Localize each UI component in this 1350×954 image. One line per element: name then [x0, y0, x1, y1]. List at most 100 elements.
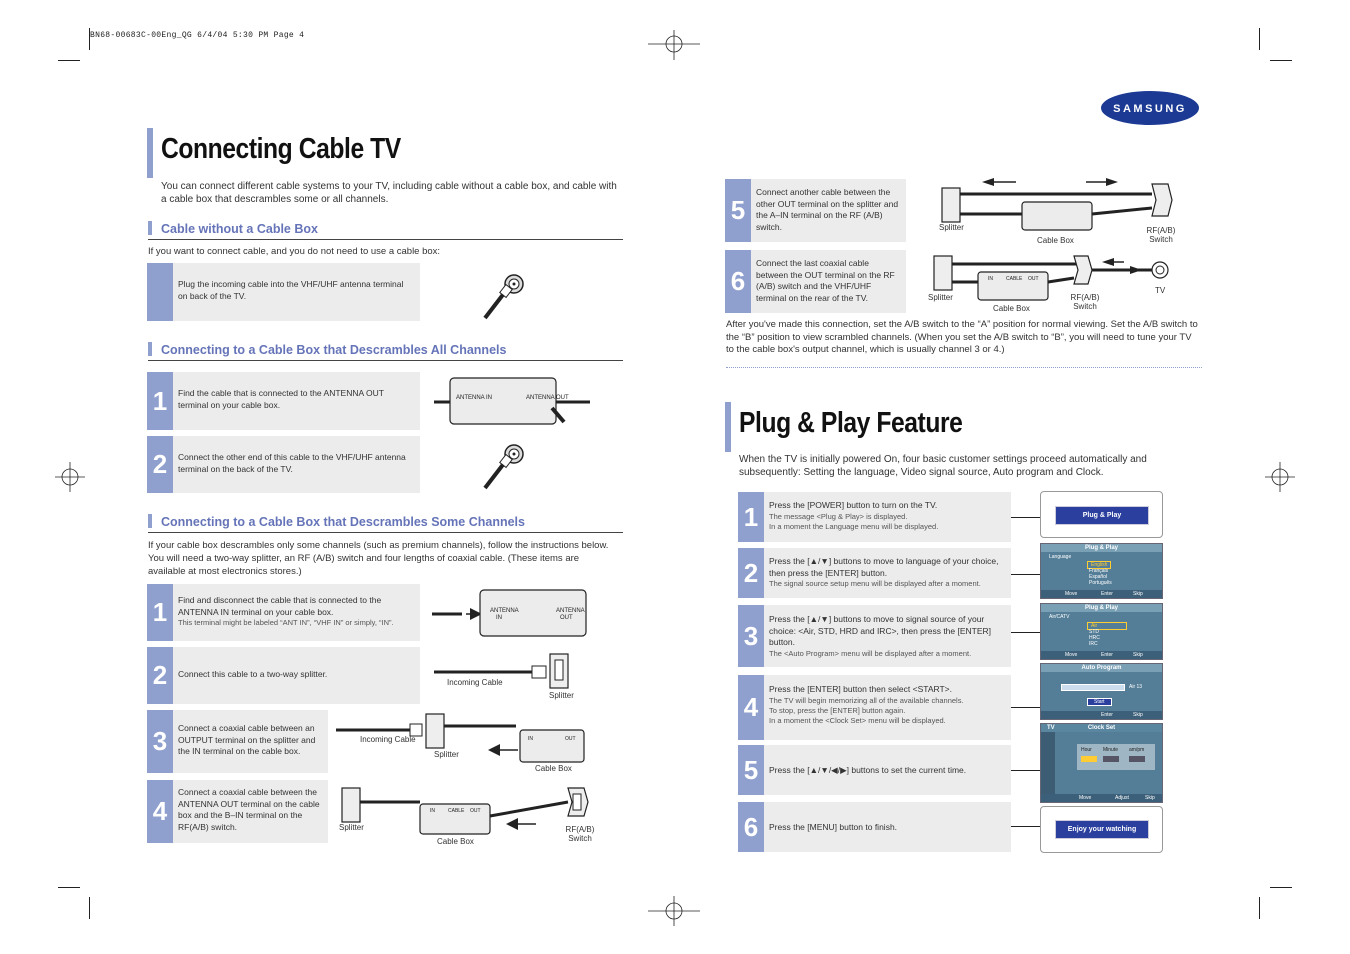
- cable-box-antenna-illustration: ANTENNA IN ANTENNA OUT: [434, 377, 590, 425]
- brand-text: SAMSUNG: [1113, 103, 1187, 115]
- step-number: [147, 263, 173, 321]
- label-rf-switch: RF(A/B) Switch: [565, 825, 595, 843]
- pp-step-6: 6 Press the [MENU] button to finish.: [738, 802, 1011, 852]
- osd-language-option: Français: [1089, 568, 1109, 574]
- box-out-label: OUT: [1028, 276, 1039, 282]
- osd-footer: Enter Skip: [1041, 711, 1162, 719]
- osd-skip: Skip: [1133, 591, 1143, 597]
- step-text: Press the [▲/▼/◀/▶] buttons to set the c…: [769, 765, 967, 775]
- label-cable-box: Cable Box: [535, 764, 572, 773]
- step-number: 1: [738, 492, 764, 542]
- section-mark: [148, 342, 152, 356]
- ab-switch-note: After you've made this connection, set t…: [726, 319, 1198, 355]
- label-splitter: Splitter: [928, 293, 953, 302]
- osd-skip: Skip: [1145, 795, 1155, 801]
- osd-move: Move: [1065, 652, 1078, 658]
- step-number: 1: [147, 372, 173, 430]
- step-text: Find and disconnect the cable that is co…: [178, 595, 414, 628]
- box-in-label: IN: [430, 808, 435, 814]
- label-cable-box: Cable Box: [437, 837, 474, 846]
- step-number: 5: [738, 745, 764, 795]
- step-text: Connect another cable between the other …: [756, 187, 899, 232]
- section-heading-some-channels: Connecting to a Cable Box that Descrambl…: [161, 515, 525, 529]
- step-right-6: 6 Connect the last coaxial cable between…: [725, 250, 906, 313]
- osd-signal-label: Air/CATV: [1049, 614, 1070, 620]
- label-splitter: Splitter: [549, 691, 574, 700]
- osd-adjust: Adjust: [1115, 795, 1129, 801]
- crop-mark: [1270, 60, 1292, 61]
- step-all-1: 1 Find the cable that is connected to th…: [147, 372, 420, 430]
- pp-step-5: 5 Press the [▲/▼/◀/▶] buttons to set the…: [738, 745, 1011, 795]
- svg-text:IN: IN: [496, 615, 502, 621]
- step-text: Connect the last coaxial cable between t…: [756, 258, 895, 303]
- osd-footer: Move Enter Skip: [1041, 590, 1162, 598]
- step-number: 2: [738, 548, 764, 598]
- step-text: Connect the other end of this cable to t…: [178, 452, 406, 474]
- step-text: Connect this cable to a two-way splitter…: [178, 669, 328, 679]
- label-rf-switch: RF(A/B) Switch: [1146, 226, 1176, 244]
- osd-skip: Skip: [1133, 712, 1143, 718]
- disconnect-illustration: ANTENNA IN ANTENNA OUT: [432, 589, 587, 637]
- osd-enjoy-message: Enjoy your watching: [1040, 806, 1163, 853]
- crop-mark: [1259, 28, 1260, 50]
- section-heading-no-box: Cable without a Cable Box: [161, 222, 318, 236]
- crop-mark: [1270, 887, 1292, 888]
- label-incoming-cable: Incoming Cable: [360, 735, 416, 744]
- left-intro: You can connect different cable systems …: [161, 181, 617, 205]
- coax-plug-illustration: [483, 274, 524, 320]
- dotted-divider: [726, 367, 1202, 368]
- leader-line: [1011, 574, 1040, 575]
- pp-step-3: 3 Press the [▲/▼] buttons to move to sig…: [738, 605, 1011, 667]
- osd-clock-field: [1129, 756, 1145, 762]
- pp-step-2: 2 Press the [▲/▼] buttons to move to lan…: [738, 548, 1011, 598]
- section-rule: [148, 239, 623, 240]
- step-number: 1: [147, 584, 173, 641]
- step-main: Press the [ENTER] button then select <ST…: [769, 684, 952, 694]
- box-in-label: ANTENNA IN: [456, 395, 492, 401]
- osd-signal-option: STD: [1089, 629, 1099, 635]
- label-cable-box: Cable Box: [993, 304, 1030, 313]
- box-cable-label: CABLE: [448, 808, 465, 814]
- osd-signal-option: Air: [1087, 622, 1127, 630]
- svg-text:ANTENNA: ANTENNA: [490, 608, 519, 614]
- step-text: Connect a coaxial cable between an OUTPU…: [178, 723, 316, 756]
- osd-clock-field: [1103, 756, 1119, 762]
- coax-plug-illustration: [483, 444, 524, 490]
- osd-signal-menu: Plug & Play Air/CATV Air STD HRC IRC Mov…: [1040, 603, 1163, 660]
- right-intro: When the TV is initially powered On, fou…: [739, 454, 1147, 478]
- osd-footer: Move Enter Skip: [1041, 651, 1162, 659]
- connection-diagram-5: [941, 178, 1173, 231]
- box-out-label: OUT: [470, 808, 481, 814]
- step-some-2: 2 Connect this cable to a two-way splitt…: [147, 647, 420, 704]
- label-tv: TV: [1155, 286, 1166, 295]
- step-text: Press the [▲/▼] buttons to move to langu…: [769, 556, 1005, 589]
- samsung-logo: SAMSUNG: [1101, 91, 1199, 125]
- leader-line: [1011, 517, 1040, 518]
- step-text: Press the [POWER] button to turn on the …: [769, 500, 1005, 532]
- step-text: Connect a coaxial cable between the ANTE…: [178, 787, 320, 832]
- osd-channel-readout: Air 13: [1129, 684, 1143, 690]
- pp-step-4: 4 Press the [ENTER] button then select <…: [738, 675, 1011, 740]
- box-in-label: IN: [528, 736, 533, 742]
- osd-enjoy-label: Enjoy your watching: [1055, 820, 1149, 839]
- label-splitter: Splitter: [434, 750, 459, 759]
- section-heading-all-channels: Connecting to a Cable Box that Descrambl…: [161, 343, 507, 357]
- svg-text:OUT: OUT: [560, 615, 573, 621]
- svg-text:ANTENNA: ANTENNA: [556, 608, 585, 614]
- osd-menu-title: Clock Set: [1041, 724, 1162, 732]
- splitter-cablebox-illustration: IN OUT: [336, 713, 585, 763]
- box-out-label: ANTENNA OUT: [526, 395, 569, 401]
- osd-language-option: Español: [1089, 574, 1108, 580]
- connection-diagram-6: IN CABLE OUT: [933, 255, 1169, 301]
- step-main: Press the [POWER] button to turn on the …: [769, 500, 938, 510]
- step-text: Press the [▲/▼] buttons to move to signa…: [769, 614, 1005, 659]
- osd-clock-field: [1081, 756, 1097, 762]
- leader-line: [1011, 632, 1040, 633]
- osd-enter: Enter: [1101, 652, 1113, 658]
- crop-mark: [89, 897, 90, 919]
- label-splitter: Splitter: [339, 823, 364, 832]
- step-text: Press the [ENTER] button then select <ST…: [769, 684, 1005, 726]
- title-accent: [725, 402, 731, 452]
- step-number: 3: [147, 710, 173, 773]
- section-mark: [148, 514, 152, 528]
